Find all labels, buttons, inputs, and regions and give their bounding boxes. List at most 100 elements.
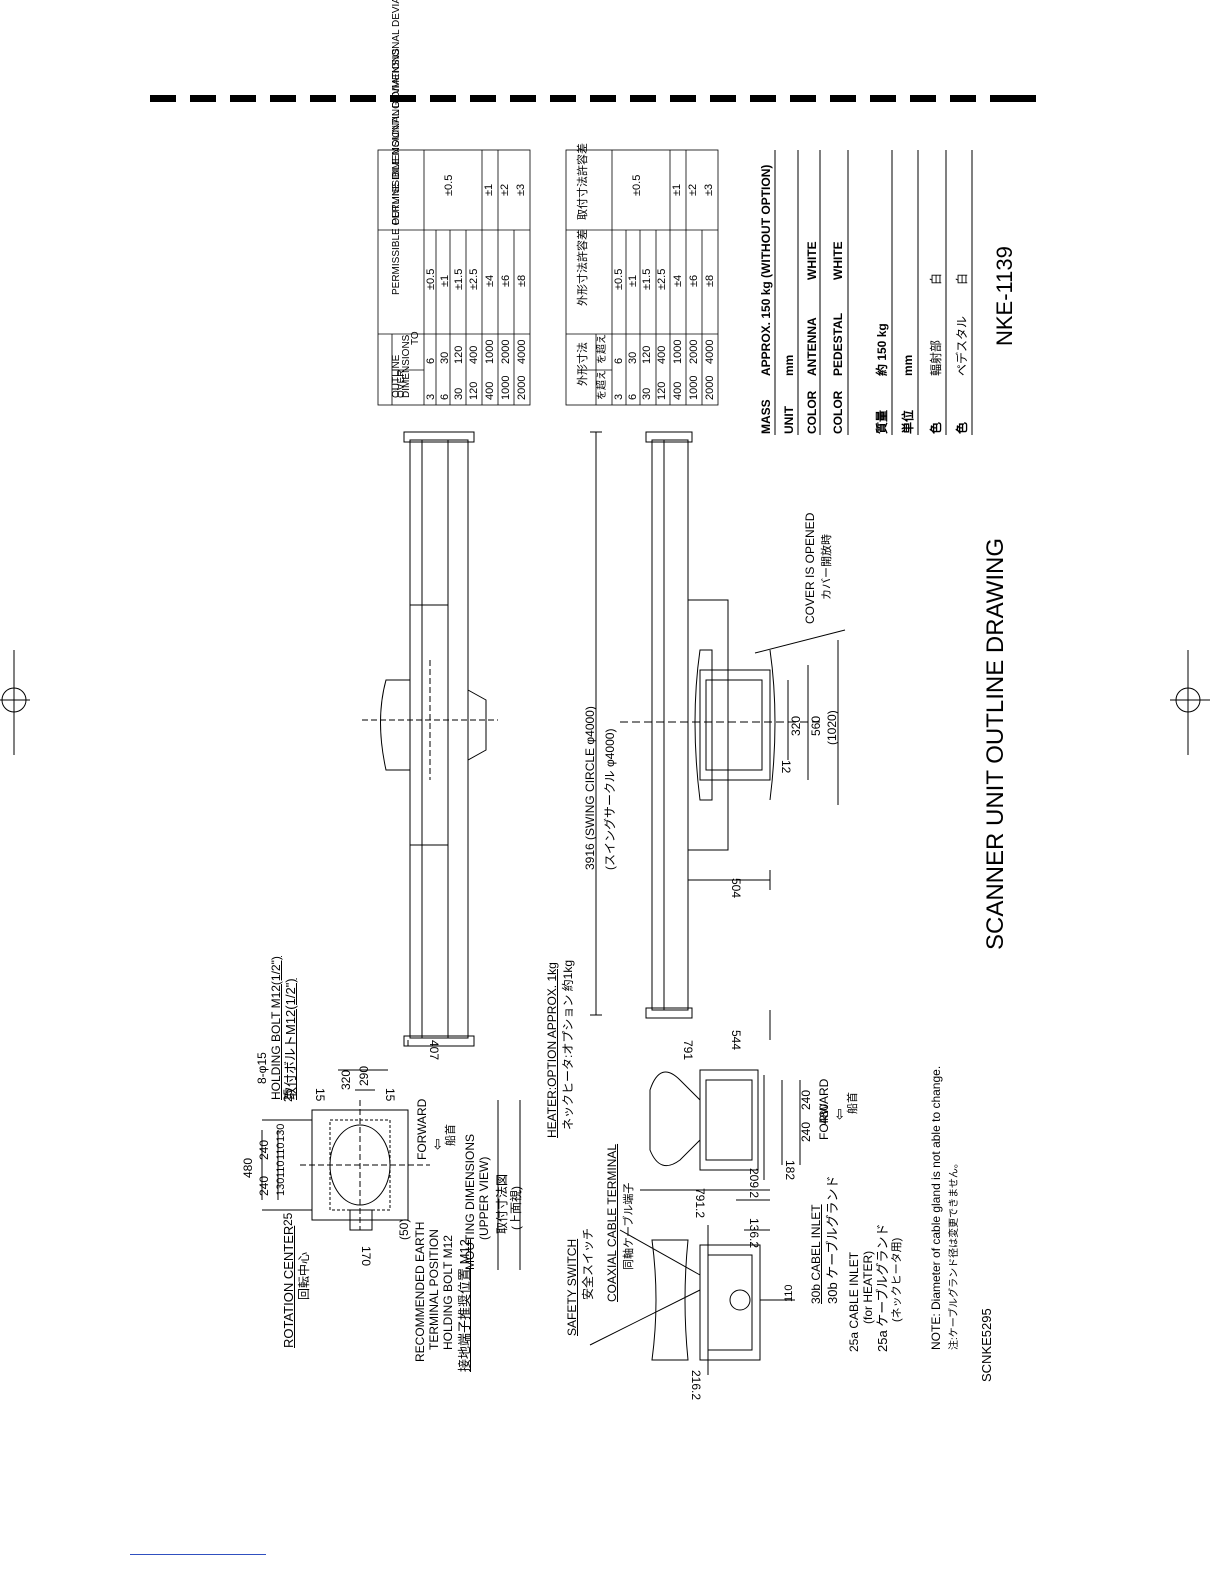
page-footer-rule xyxy=(130,1554,266,1555)
table-jp-od-3: ±2.5 xyxy=(656,268,668,290)
spec-pedestal-jp: ペデスタル xyxy=(955,315,969,376)
dim-50: (50) xyxy=(397,1218,411,1240)
spec-color-label-jp-2: 色 xyxy=(955,421,969,434)
dim-320: 320 xyxy=(339,1069,353,1090)
dim-130b: 130 xyxy=(275,1177,287,1196)
antenna-top-view xyxy=(362,431,498,1047)
spec-unit-value-jp: mm xyxy=(901,354,915,376)
table-jp-over-3: 120 xyxy=(656,381,668,400)
cable-inlet-30b-label: 30b CABEL INLET xyxy=(809,1204,823,1304)
dim-182: 182 xyxy=(783,1160,797,1181)
mounting-dimensions-label-jp-2: (上面視) xyxy=(509,1186,523,1230)
table-en-md-1: ±1 xyxy=(483,183,495,196)
table-en-od-5: ±6 xyxy=(500,274,512,287)
dim-560: 560 xyxy=(809,715,823,736)
dim-130a: 130 xyxy=(275,1123,287,1142)
dim-170: 170 xyxy=(359,1246,373,1267)
swing-circle-label-jp: (スイングサークル φ4000) xyxy=(603,728,617,870)
spec-color-pedestal: PEDESTAL xyxy=(831,312,845,376)
safety-switch-label: SAFETY SWITCH xyxy=(565,1238,579,1336)
note-en: NOTE: Diameter of cable gland is not abl… xyxy=(929,1065,943,1350)
table-jp-od-6: ±8 xyxy=(704,274,716,287)
table-jp-over-4: 400 xyxy=(672,381,684,400)
table-en-od-0: ±0.5 xyxy=(425,268,437,290)
table-jp-over-2: 30 xyxy=(641,387,653,400)
rotation-center-label: ROTATION CENTER xyxy=(281,1225,296,1348)
cable-inlet-25a-label-jp-2: (ネックヒータ用) xyxy=(891,1237,903,1322)
table-jp-md-2: ±2 xyxy=(687,183,699,196)
earth-label-2: TERMINAL POSITION xyxy=(427,1229,441,1350)
dim-2092: 209.2 xyxy=(747,1168,761,1199)
registration-mark-right xyxy=(1170,650,1210,755)
earth-label-jp: 接地端子推奨位置 M12 xyxy=(457,1239,472,1372)
forward-label-pedestal: FORWARD xyxy=(817,1078,831,1140)
dim-240a: 240 xyxy=(257,1139,271,1160)
table-en-over-5: 1000 xyxy=(500,375,512,400)
dim-407: 407 xyxy=(427,1040,441,1061)
table-jp-to-2: 120 xyxy=(641,345,653,364)
forward-label-mount: FORWARD xyxy=(415,1098,429,1160)
table-jp-od-2: ±1.5 xyxy=(641,268,653,290)
spec-color-label-jp: 色 xyxy=(929,421,943,434)
table-en-to-1: 30 xyxy=(439,351,451,364)
cover-opened-label: COVER IS OPENED xyxy=(803,512,817,624)
cable-inlet-25a-label-jp: 25a ケーブルグランド xyxy=(875,1223,890,1352)
antenna-side-view xyxy=(590,431,846,1040)
spec-color-pedestal-value: WHITE xyxy=(831,241,845,280)
table-en-over-2: 30 xyxy=(453,387,465,400)
table-jp-to-1: 30 xyxy=(627,351,639,364)
spec-unit-label: UNIT xyxy=(782,406,796,434)
dim-504: 504 xyxy=(729,878,743,899)
table-jp-header-outline: 外形寸法 xyxy=(577,342,589,386)
dim-110c: 110 xyxy=(783,1284,795,1302)
dim-2162: 216.2 xyxy=(689,1370,703,1401)
table-jp-md-1: ±1 xyxy=(671,183,683,196)
drawing-code: SCNKE5295 xyxy=(979,1308,994,1382)
note-jp: 注:ケーブルグランド径は変更できません。 xyxy=(949,1158,960,1350)
spec-mass-label-jp: 質量 xyxy=(875,409,889,434)
heater-label: HEATER:OPTION APPROX. 1kg xyxy=(545,962,559,1138)
spec-color-antenna: ANTENNA xyxy=(805,317,819,376)
spec-color-label: COLOR xyxy=(805,390,819,434)
table-en-to-6: 4000 xyxy=(516,339,528,364)
table-en-od-3: ±2.5 xyxy=(468,268,480,290)
coax-terminal-label: COAXIAL CABLE TERMINAL xyxy=(605,1143,619,1302)
dim-1362: 136.2 xyxy=(747,1218,761,1249)
table-en-over-0: 3 xyxy=(425,393,437,400)
dim-544: 544 xyxy=(729,1030,743,1051)
table-en-over-4: 400 xyxy=(484,381,496,400)
table-jp-header-over: を超え xyxy=(597,370,608,400)
table-en-od-4: ±4 xyxy=(484,274,496,287)
dim-791: 791 xyxy=(681,1040,695,1061)
table-en-md-3: ±3 xyxy=(515,183,527,196)
tolerance-table-en xyxy=(377,149,531,406)
earth-label: RECOMMENDED EARTH xyxy=(413,1221,427,1362)
dim-290: 290 xyxy=(357,1065,371,1086)
table-jp-od-4: ±4 xyxy=(672,274,684,287)
spec-mass-value: APPROX. 150 kg (WITHOUT OPTION) xyxy=(759,164,773,376)
rotation-center-label-jp: 回転中心 xyxy=(297,1251,311,1300)
forward-arrow-icon: ⇦ xyxy=(429,1138,445,1150)
spec-pedestal-color-jp: 白 xyxy=(955,272,969,285)
spec-color-label-2: COLOR xyxy=(831,390,845,434)
cover-opened-label-jp: カバー開放時 xyxy=(821,534,833,600)
spec-mass-value-jp: 約 150 kg xyxy=(875,323,889,376)
forward-label-pedestal-jp: 船首 xyxy=(847,1092,859,1114)
table-en-over-3: 120 xyxy=(468,381,480,400)
swing-circle-label: 3916 (SWING CIRCLE φ4000) xyxy=(583,706,597,870)
spec-unit-label-jp: 単位 xyxy=(901,409,915,434)
holes-label: 8-φ15 xyxy=(255,1052,269,1084)
table-jp-od-1: ±1 xyxy=(627,274,639,287)
dim-7912: 791.2 xyxy=(693,1188,707,1219)
cable-inlet-25a-label: 25a CABLE INLET xyxy=(847,1251,861,1352)
table-jp-to-3: 400 xyxy=(656,345,668,364)
table-jp-to-5: 2000 xyxy=(688,339,700,364)
forward-label-mount-jp: 船首 xyxy=(445,1124,457,1146)
spec-radiator-jp: 輻射部 xyxy=(929,339,943,376)
cable-inlet-25a-label-2: (for HEATER) xyxy=(861,1250,875,1324)
tolerance-table-jp xyxy=(565,149,719,406)
table-en-to-5: 2000 xyxy=(500,339,512,364)
spec-mass-label: MASS xyxy=(759,399,773,434)
dim-12: 12 xyxy=(779,760,793,774)
